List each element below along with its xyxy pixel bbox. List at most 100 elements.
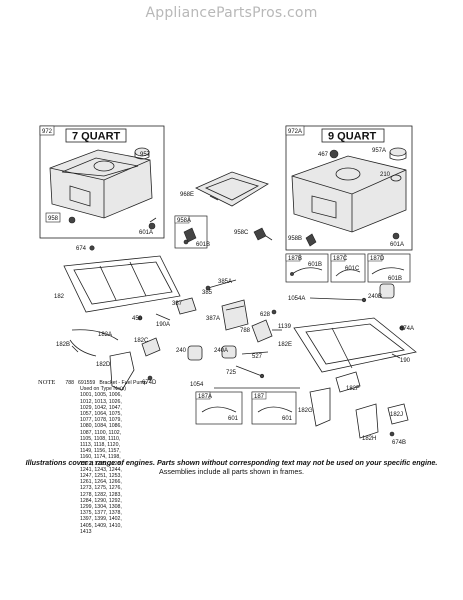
- label-601b-r2: 601B: [388, 276, 402, 282]
- label-387a: 387A: [206, 316, 220, 322]
- note-type-row: 1397, 1399, 1402,: [80, 516, 122, 523]
- label-957a: 957A: [372, 148, 386, 154]
- filter-240a: [221, 345, 237, 359]
- label-385: 385: [202, 290, 213, 296]
- label-182d: 182D: [96, 362, 111, 368]
- label-190: 190: [400, 358, 411, 364]
- subframe-187: [251, 391, 297, 425]
- frame-title-left: 7 QUART: [72, 131, 121, 143]
- bracket-182c: [141, 337, 161, 357]
- frame-958a: [174, 215, 208, 249]
- line-527: [241, 351, 269, 355]
- frame-9-quart: 972A 9 QUART: [285, 125, 413, 251]
- label-674: 674: [76, 246, 87, 252]
- note-type-row: 1299, 1304, 1308,: [80, 504, 122, 511]
- label-1054: 1054: [190, 382, 204, 388]
- label-387: 387: [172, 301, 183, 307]
- part-190: [391, 353, 401, 359]
- bracket-182h: [355, 403, 379, 439]
- label-240: 240: [176, 348, 187, 354]
- bracket-182g: [309, 387, 331, 427]
- label-187: 187: [254, 394, 265, 400]
- label-182e: 182E: [278, 342, 292, 348]
- label-240b: 240B: [368, 294, 382, 300]
- part-385: [205, 279, 237, 291]
- part-387: [175, 297, 197, 315]
- bracket-182d: [109, 351, 135, 391]
- fitting-674a: [399, 325, 405, 331]
- label-601b-r1: 601B: [308, 262, 322, 268]
- note-type-row: 1284, 1290, 1292,: [80, 497, 122, 504]
- label-601-a: 601: [228, 416, 239, 422]
- label-240a: 240A: [214, 348, 228, 354]
- fuel-cap-957: [134, 147, 150, 160]
- note-description: Bracket - Fuel Pump: [99, 380, 147, 386]
- fitting-674d: [147, 375, 153, 381]
- label-187d: 187D: [370, 256, 385, 262]
- filter-240b: [379, 283, 395, 299]
- label-601a-left: 601A: [139, 230, 153, 236]
- label-190a: 190A: [156, 322, 170, 328]
- label-674b: 674B: [392, 440, 406, 446]
- valve-958c: [253, 227, 273, 241]
- note-type-row: 1029, 1042, 1047,: [80, 404, 122, 411]
- label-601b-mid: 601B: [196, 242, 210, 248]
- label-968e: 968E: [180, 192, 194, 198]
- label-182g: 182G: [298, 408, 313, 414]
- note-type-row: 1273, 1275, 1276,: [80, 485, 122, 492]
- footer-assemblies-note: Assemblies include all parts shown in fr…: [158, 467, 304, 476]
- label-1054a: 1054A: [288, 296, 305, 302]
- label-385a: 385A: [218, 279, 232, 285]
- label-958: 958: [48, 216, 59, 222]
- label-601-b: 601: [282, 416, 293, 422]
- subframe-187c: [330, 253, 366, 283]
- note-label: NOTE: [38, 379, 56, 386]
- note-type-row: 1080, 1084, 1086,: [80, 423, 122, 430]
- filter-240: [187, 345, 203, 361]
- fitting-674b: [389, 431, 395, 437]
- note-types-list: Used on Type No(s) 1001, 1005, 1006, 101…: [38, 386, 188, 535]
- note-type-row: 1405, 1409, 1410,: [80, 522, 122, 529]
- label-527: 527: [252, 354, 263, 360]
- cap-957a: [389, 147, 407, 161]
- watermark: AppliancePartsPros.com: [145, 5, 318, 21]
- fuel-tank-9qt: [291, 155, 407, 233]
- part-450-190a: [137, 313, 171, 321]
- part-628: [271, 309, 277, 315]
- label-182a: 182A: [98, 332, 112, 338]
- footer-disclaimer: Illustrations cover a range of engines. …: [25, 458, 438, 467]
- note-type-row: 1241, 1243, 1244,: [80, 466, 122, 473]
- frame-id-left: 972: [42, 129, 53, 135]
- note-type-row: 1261, 1264, 1266,: [80, 479, 122, 486]
- label-628: 628: [260, 312, 271, 318]
- label-674d: 674D: [142, 380, 157, 386]
- label-210: 210: [380, 172, 391, 178]
- label-601a-right: 601A: [390, 242, 404, 248]
- bracket-182j: [387, 403, 409, 425]
- bracket-182: [63, 255, 181, 313]
- note-type-row: 1375, 1377, 1378,: [80, 510, 122, 517]
- pump-788: [251, 319, 282, 343]
- subframe-187b: [285, 253, 329, 283]
- frame-id-right: 972A: [288, 129, 302, 135]
- frame-7-quart: 972 7 QUART: [39, 125, 165, 239]
- label-187b: 187B: [288, 256, 302, 262]
- line-725: [235, 365, 265, 379]
- subframe-187d: [367, 253, 411, 283]
- label-182b: 182B: [56, 342, 70, 348]
- label-958a: 958A: [177, 218, 191, 224]
- label-187c: 187C: [333, 256, 348, 262]
- note-block: NOTE 788 691559 Bracket - Fuel Pump Used…: [38, 379, 188, 535]
- fitting-601a-right: [392, 232, 400, 240]
- note-type-row: 1113, 1118, 1120,: [80, 442, 120, 449]
- note-type-row: 1077, 1078, 1079,: [80, 417, 122, 424]
- label-674a: 674A: [400, 326, 414, 332]
- hose-182b: [69, 339, 97, 357]
- note-item-no: 691559: [78, 380, 96, 386]
- fitting-674: [89, 245, 95, 251]
- note-type-row: 1160, 1174, 1198,: [80, 454, 121, 461]
- label-725: 725: [226, 370, 237, 376]
- label-182c: 182C: [134, 338, 149, 344]
- note-type-row: 1057, 1064, 1075,: [80, 411, 122, 418]
- frame-title-right: 9 QUART: [328, 131, 377, 143]
